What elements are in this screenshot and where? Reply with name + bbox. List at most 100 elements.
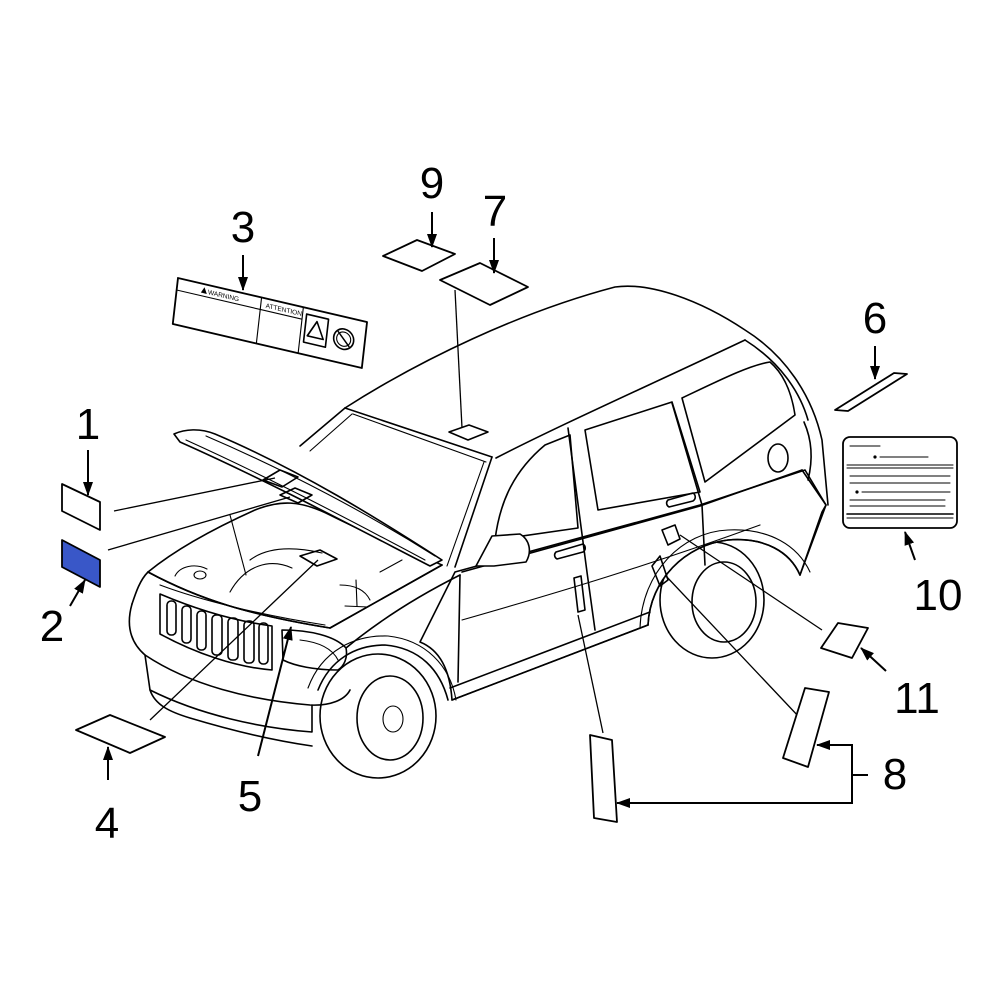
front-corner: [131, 571, 149, 605]
callout-7[interactable]: 7: [483, 187, 507, 236]
front-hub: [382, 705, 404, 733]
callout-3[interactable]: 3: [231, 203, 255, 252]
parts: WARNING ATTENTION: [61, 239, 958, 823]
leader-line-1: [113, 477, 276, 512]
part-10-bullet: [873, 455, 877, 459]
front-door-window: [494, 434, 579, 541]
part-3-icon-box: [302, 313, 330, 349]
callout-1[interactable]: 1: [76, 400, 100, 449]
roof-drip-rail: [495, 339, 746, 459]
hood-inner-rib-2: [205, 435, 436, 557]
grille-slots: [166, 600, 269, 665]
part-7-label: [439, 262, 529, 306]
part-3-header-rule: [176, 289, 261, 311]
rear-wheel-arch-flare: [639, 529, 811, 629]
part-8-label-b: [782, 687, 830, 768]
part-3-divider-1: [255, 296, 263, 345]
part-10-label: [842, 436, 958, 529]
door-jamb-label-location-11: [661, 524, 681, 546]
leader-lines: [107, 289, 823, 734]
windshield-header: [344, 407, 493, 458]
warning-triangle-icon: [200, 287, 207, 294]
callout-numbers: 1 2 3 4 5 6 7 8 9 10 11: [40, 159, 963, 848]
grille-slot: [211, 614, 223, 656]
arrow-10: [904, 531, 916, 561]
a-pillar: [454, 456, 493, 568]
grille-slot: [166, 600, 177, 636]
grille-slot: [196, 610, 207, 651]
part-9-label: [382, 239, 456, 272]
rear-door-window: [584, 401, 701, 511]
front-tire: [319, 653, 437, 779]
hazard-triangle-icon: [306, 320, 324, 341]
rocker-lower: [451, 624, 649, 701]
rear-quarter-window: [681, 361, 796, 483]
grille-slot: [227, 617, 239, 661]
engine-label-location: [299, 549, 338, 567]
prohibition-icon: [332, 328, 355, 351]
callout-4[interactable]: 4: [95, 799, 119, 848]
hood-strut: [229, 514, 247, 576]
leader-line-11: [679, 534, 823, 631]
leader-line-8a: [664, 574, 801, 719]
front-door-handle: [553, 543, 587, 560]
roof-outline: [344, 285, 829, 506]
callout-10[interactable]: 10: [914, 571, 963, 620]
grille-slot: [258, 622, 269, 665]
leader-line-4: [149, 559, 319, 721]
windshield-left-pillar-inner: [309, 413, 353, 452]
hood-inner-rib: [185, 439, 426, 561]
vehicle: [128, 285, 829, 779]
callout-6[interactable]: 6: [863, 294, 887, 343]
headlight-lens-line: [299, 639, 339, 661]
grille-slot: [243, 620, 255, 664]
bumper-upper: [128, 603, 351, 706]
door-jamb-label-location-8: [651, 555, 669, 587]
part-1-label: [61, 483, 101, 531]
leader-line-2: [107, 496, 291, 551]
leader-line-7-9: [454, 289, 463, 429]
callout-arrows: [69, 212, 916, 808]
front-rim: [356, 675, 424, 761]
front-wheel-arch-flare: [307, 635, 457, 701]
engine-cover: [229, 563, 293, 593]
hood-label-location-1: [262, 469, 299, 488]
part-6-strip: [834, 372, 908, 412]
body-side-panel: [419, 469, 827, 701]
hood-label-location-2: [279, 487, 313, 504]
callout-5[interactable]: 5: [238, 772, 262, 821]
bumper-lower: [144, 654, 313, 733]
engine-bracket: [339, 584, 371, 601]
rear-wheel-arch: [647, 538, 801, 626]
headlight: [281, 629, 348, 671]
arrow-11: [860, 647, 887, 672]
reservoir: [174, 565, 208, 577]
side-mirror: [475, 533, 531, 567]
cowl-line: [379, 559, 403, 573]
engine-brace: [344, 605, 369, 608]
arrow-2: [69, 579, 86, 607]
part-8-label-a: [589, 734, 618, 823]
front-wheel: [319, 653, 437, 779]
grille-slot: [181, 605, 192, 644]
arrow-5: [257, 626, 293, 757]
callout-11[interactable]: 11: [894, 674, 940, 723]
callout-8[interactable]: 8: [883, 750, 907, 799]
bumper-lip: [149, 689, 313, 747]
engine-post: [355, 579, 358, 607]
windshield-left-pillar: [299, 407, 346, 447]
callout-9[interactable]: 9: [420, 159, 444, 208]
b-pillar: [567, 427, 596, 631]
prohibition-icon-inner: [336, 331, 352, 347]
hood-front-edge: [147, 571, 331, 629]
callout-2[interactable]: 2: [40, 602, 64, 651]
rear-door-handle: [665, 492, 697, 508]
part-11-label: [820, 622, 869, 659]
rear-rim: [691, 561, 757, 643]
fender-top: [345, 574, 461, 649]
body-side-crease: [461, 524, 761, 621]
part-3-label: WARNING ATTENTION: [171, 277, 368, 369]
front-door-front-edge: [457, 574, 461, 683]
windshield-header-inner: [352, 413, 487, 463]
